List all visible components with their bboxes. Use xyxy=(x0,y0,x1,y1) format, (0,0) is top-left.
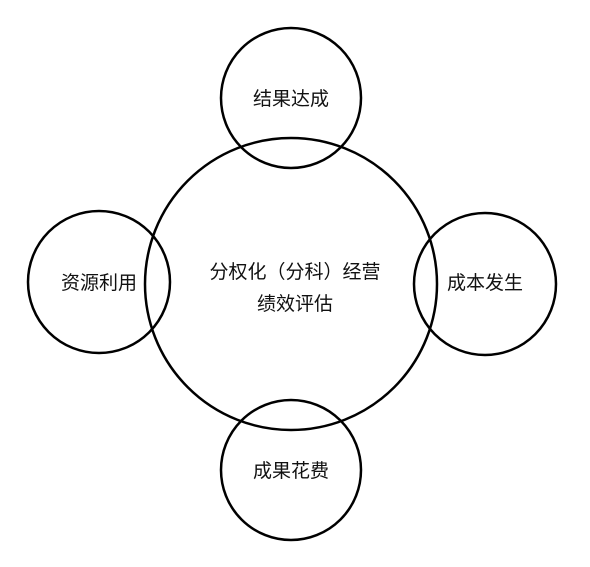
right-label: 成本发生 xyxy=(446,272,523,294)
bottom-label: 成果花费 xyxy=(252,460,329,482)
top-label: 结果达成 xyxy=(252,88,329,110)
center-label-line1: 分权化（分科）经营 xyxy=(209,261,381,283)
left-circle xyxy=(26,209,172,355)
top-circle xyxy=(219,26,363,170)
center-label: 分权化（分科）经营 绩效评估 xyxy=(160,256,430,320)
bottom-circle xyxy=(219,398,363,542)
center-circle xyxy=(143,136,439,432)
left-label: 资源利用 xyxy=(60,272,137,294)
center-label-line2: 绩效评估 xyxy=(256,293,333,315)
right-circle xyxy=(412,211,558,357)
